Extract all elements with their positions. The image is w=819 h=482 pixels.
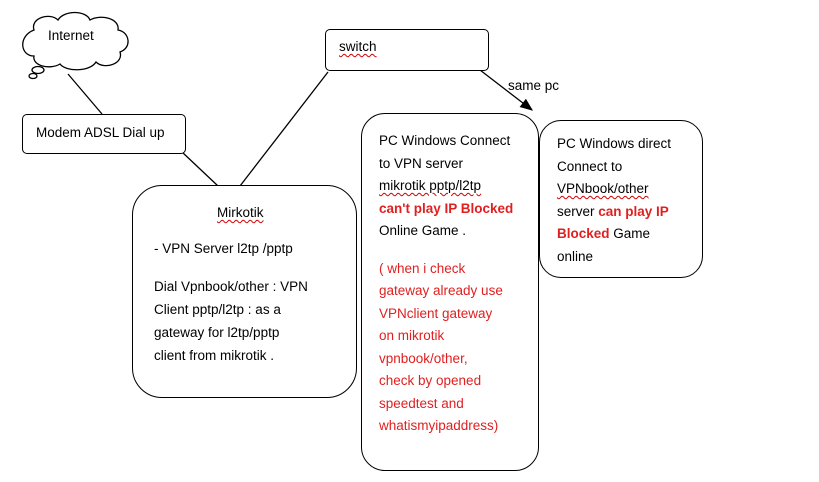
pc-vpn-note7: speedtest and xyxy=(379,395,464,411)
edge-modem-mikrotik xyxy=(181,151,219,187)
pc-vpn-line5: Online Game . xyxy=(379,223,467,238)
edge-internet-modem xyxy=(67,73,103,115)
internet-cloud xyxy=(22,11,129,80)
mikrotik-box: Mirkotik - VPN Server l2tp /pptp Dial Vp… xyxy=(132,185,357,398)
pc-vpn-note3: VPNclient gateway xyxy=(379,305,493,321)
pc-vpn-note4: on mikrotik xyxy=(379,328,445,343)
pc-vpn-note8: whatismyipaddress) xyxy=(379,418,499,433)
modem-box: Modem ADSL Dial up xyxy=(22,114,186,154)
modem-label: Modem ADSL Dial up xyxy=(36,125,165,140)
pc-vpn-line3: mikrotik pptp/l2tp xyxy=(379,178,482,193)
pc-direct-line1: PC Windows direct xyxy=(557,136,672,151)
edge-switch-mikrotik xyxy=(239,71,329,187)
internet-label: Internet xyxy=(48,28,94,43)
edge-switch-pc xyxy=(479,69,534,111)
pc-vpn-note6: check by opened xyxy=(379,373,482,388)
mikrotik-line2d: client from mikrotik . xyxy=(154,348,275,363)
switch-label: switch xyxy=(339,39,377,54)
pc-direct-line5a: Blocked xyxy=(557,226,610,241)
pc-vpn-line4: can't play IP Blocked xyxy=(379,200,514,216)
mikrotik-line1: - VPN Server l2tp /pptp xyxy=(154,241,293,256)
pc-vpn-box: PC Windows Connect to VPN server mikroti… xyxy=(361,113,539,471)
pc-direct-line2: Connect to xyxy=(557,158,623,174)
pc-direct-line6: online xyxy=(557,248,594,264)
mikrotik-line2b: Client pptp/l2tp : as a xyxy=(154,302,281,317)
pc-vpn-line2: to VPN server xyxy=(379,155,464,171)
mikrotik-title: Mirkotik xyxy=(217,205,264,220)
mikrotik-line2c: gateway for l2tp/pptp xyxy=(154,325,280,340)
pc-vpn-line1: PC Windows Connect xyxy=(379,133,511,148)
pc-direct-line4b: can play IP xyxy=(598,203,669,219)
pc-direct-line5b: Game xyxy=(609,226,651,241)
pc-vpn-note2: gateway already use xyxy=(379,283,503,298)
pc-direct-line3: VPNbook/other xyxy=(557,181,649,196)
mikrotik-line2a: Dial Vpnbook/other : VPN xyxy=(154,279,308,294)
pc-direct-box: PC Windows direct Connect to VPNbook/oth… xyxy=(539,120,703,278)
pc-direct-line4a: server xyxy=(557,203,599,219)
switch-box: switch xyxy=(325,29,489,71)
same-pc-label: same pc xyxy=(508,78,560,93)
pc-vpn-note1: ( when i check xyxy=(379,260,466,276)
pc-vpn-note5: vpnbook/other, xyxy=(379,350,468,366)
